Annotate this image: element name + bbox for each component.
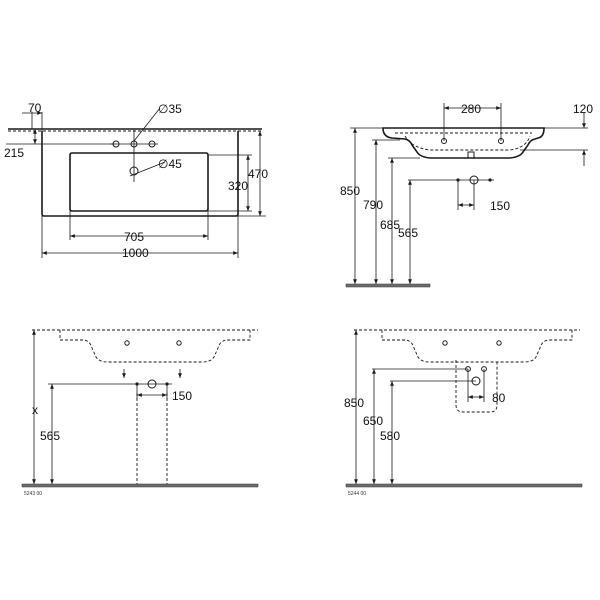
top-view: 70 215 ∅35 ∅45 320 470 705 1000 bbox=[4, 101, 268, 260]
basin-profile bbox=[382, 127, 545, 159]
dim-dia45: ∅45 bbox=[158, 157, 182, 171]
dim-790: 790 bbox=[363, 198, 383, 212]
dim-565-side: 565 bbox=[398, 226, 418, 240]
dim-150-side: 150 bbox=[490, 199, 510, 213]
drawing-code-right: 5244 00 bbox=[348, 491, 366, 497]
dim-dia35: ∅35 bbox=[158, 102, 182, 116]
front-view-left: 150 x 565 5243 00 bbox=[21, 329, 259, 497]
front-view-right: 80 850 650 580 5244 00 bbox=[344, 329, 583, 497]
dim-685: 685 bbox=[380, 218, 400, 232]
inner-bowl bbox=[69, 152, 209, 212]
dim-280: 280 bbox=[461, 102, 481, 116]
dim-150-left: 150 bbox=[172, 389, 192, 403]
dim-565-left: 565 bbox=[40, 429, 60, 443]
dim-215: 215 bbox=[4, 146, 24, 160]
dim-120: 120 bbox=[573, 102, 593, 116]
dim-70: 70 bbox=[28, 101, 42, 115]
drawing-code-left: 5243 00 bbox=[24, 491, 42, 497]
floor bbox=[345, 283, 431, 288]
dim-x: x bbox=[32, 403, 38, 417]
dim-470: 470 bbox=[248, 167, 268, 181]
side-view: 280 120 150 850 790 685 565 bbox=[340, 102, 593, 288]
dim-80: 80 bbox=[492, 391, 506, 405]
dim-650: 650 bbox=[363, 414, 383, 428]
floor bbox=[345, 483, 583, 488]
floor bbox=[21, 483, 259, 488]
dim-850-right: 850 bbox=[344, 396, 364, 410]
dim-850-side: 850 bbox=[340, 184, 360, 198]
dim-1000: 1000 bbox=[122, 246, 149, 260]
dim-580: 580 bbox=[380, 429, 400, 443]
dim-705: 705 bbox=[124, 230, 144, 244]
dim-320: 320 bbox=[228, 179, 248, 193]
basin-outline bbox=[41, 131, 239, 217]
